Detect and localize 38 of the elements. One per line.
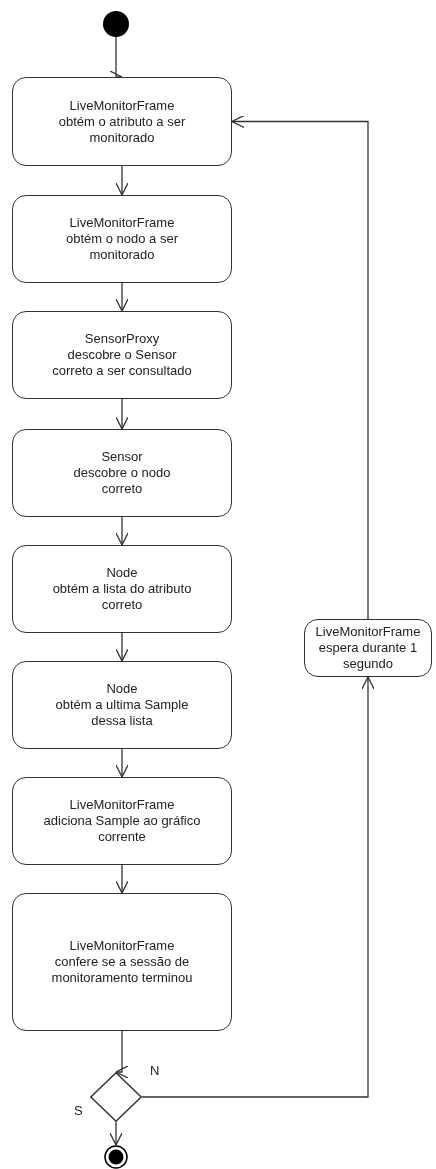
arrow (115, 516, 129, 546)
action-text: obtém a ultima Sample dessa lista (54, 697, 190, 729)
arrow (115, 398, 129, 430)
action-heading: LiveMonitorFrame (69, 215, 175, 231)
arrow (109, 1121, 123, 1146)
action-text: obtém a lista do atributo correto (51, 581, 193, 613)
action-heading: LiveMonitorFrame (69, 938, 175, 954)
arrow (115, 748, 129, 778)
action-text: obtém o nodo a ser monitorado (65, 231, 179, 263)
arrow (115, 864, 129, 894)
action-text: descobre o Sensor correto a ser consultado (51, 347, 193, 379)
action-box (12, 77, 232, 166)
action-heading: LiveMonitorFrame (69, 97, 175, 114)
action-box (12, 429, 232, 517)
action-box (12, 195, 232, 283)
arrow (115, 1030, 129, 1079)
arrow (141, 676, 375, 1098)
action-heading: LiveMonitorFrame (315, 624, 421, 640)
action-heading: Sensor (101, 449, 143, 465)
action-box (12, 311, 232, 399)
action-box (12, 893, 232, 1031)
action-text: descobre o nodo correto (72, 465, 172, 497)
action-box (12, 661, 232, 749)
action-text: obtém o atributo a ser monitorado (57, 113, 187, 146)
arrow (115, 632, 129, 662)
arrow (115, 282, 129, 312)
action-text: adiciona Sample ao gráfico corrente (42, 813, 202, 845)
action-text: espera durante 1 segundo (317, 640, 419, 672)
arrow (231, 114, 369, 620)
action-heading: LiveMonitorFrame (69, 797, 175, 813)
arrow (115, 165, 129, 196)
action-text: confere se a sessão de monitoramento terminou (50, 954, 194, 986)
action-heading: Node (106, 565, 138, 581)
action-box (12, 777, 232, 865)
action-heading: SensorProxy (84, 331, 160, 347)
action-box (304, 619, 432, 677)
action-box (12, 545, 232, 633)
action-heading: Node (106, 681, 138, 697)
